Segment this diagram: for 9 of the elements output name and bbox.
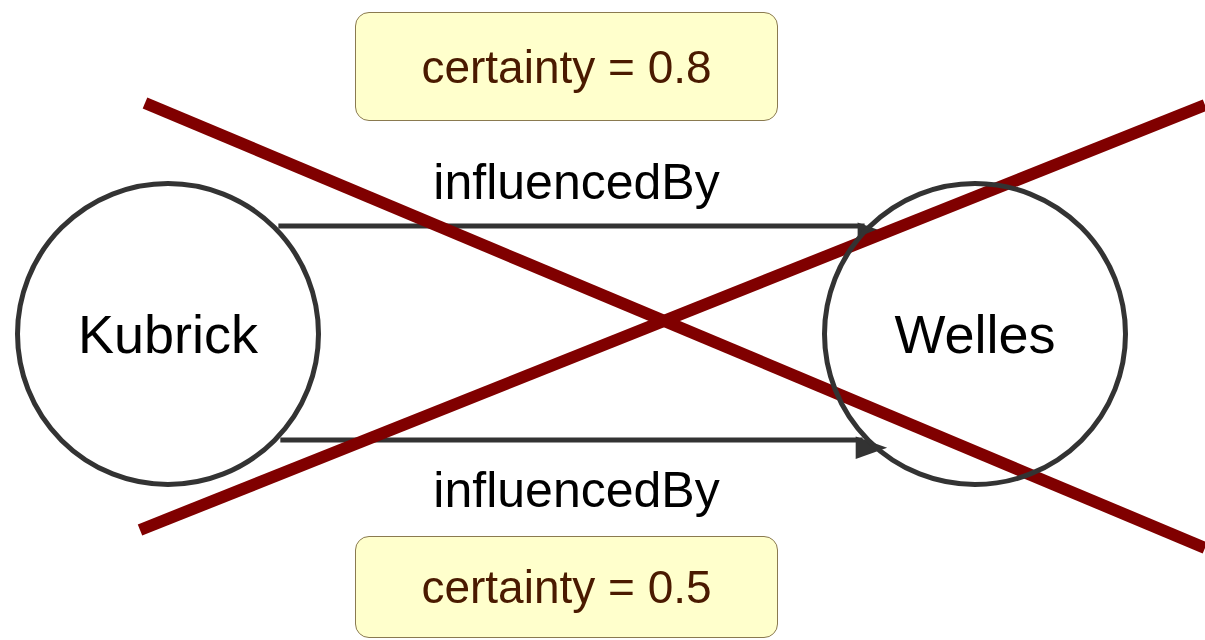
note-text: certainty = 0.8 [421,39,712,94]
entity-circle [15,181,321,487]
annotation-note [355,12,778,121]
note-text: certainty = 0.5 [421,560,712,614]
entity-circle [822,181,1128,487]
node-label: Kubrick [77,303,259,365]
node-label: Welles [894,303,1056,365]
arrow [280,436,888,459]
annotation-note [355,536,778,638]
